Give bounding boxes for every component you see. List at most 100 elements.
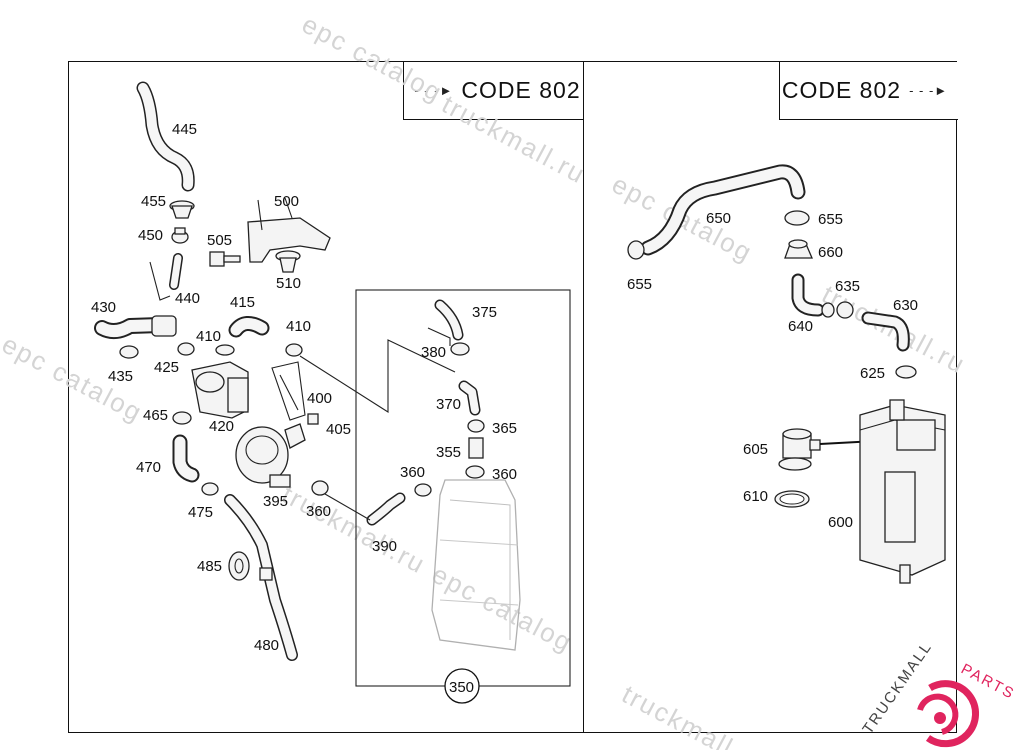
code-label-right: CODE 802 <box>781 77 902 103</box>
label-660: 660 <box>818 244 843 261</box>
label-415: 415 <box>230 294 255 311</box>
part-650-hose <box>640 164 806 256</box>
part-465-clamp <box>172 411 192 425</box>
part-500-bracket <box>247 197 331 263</box>
part-435-clamp <box>119 345 139 359</box>
label-360: 360 <box>492 466 517 483</box>
label-605: 605 <box>743 441 768 458</box>
part-470-elbow <box>172 434 200 483</box>
label-430: 430 <box>91 299 116 316</box>
label-625: 625 <box>860 365 885 382</box>
part-370-elbow <box>458 380 481 416</box>
label-440: 440 <box>175 290 200 307</box>
code-802-left-box: - - -► CODE 802 <box>403 62 583 120</box>
label-360: 360 <box>400 464 425 481</box>
part-410-clamp <box>177 342 195 356</box>
part-610-ring <box>774 490 810 508</box>
part-350-canister <box>431 479 521 651</box>
assembly-350-badge <box>444 668 480 704</box>
label-450: 450 <box>138 227 163 244</box>
label-390: 390 <box>372 538 397 555</box>
watermark-text: truckmall.ru <box>617 679 771 750</box>
label-455: 455 <box>141 193 166 210</box>
leader-line <box>299 339 456 414</box>
label-470: 470 <box>136 459 161 476</box>
label-410: 410 <box>286 318 311 335</box>
arrow-right-icon: - - -► <box>414 83 454 98</box>
label-650: 650 <box>706 210 731 227</box>
label-480: 480 <box>254 637 279 654</box>
label-510: 510 <box>276 275 301 292</box>
label-400: 400 <box>307 390 332 407</box>
label-655: 655 <box>627 276 652 293</box>
label-405: 405 <box>326 421 351 438</box>
part-640-elbow <box>791 273 825 317</box>
part-410-clamp <box>285 343 303 357</box>
part-395-pump <box>235 423 306 488</box>
label-395: 395 <box>263 493 288 510</box>
part-360-clamp <box>465 465 485 479</box>
label-635: 635 <box>835 278 860 295</box>
leader-line <box>324 493 371 521</box>
part-475-clamp <box>201 482 219 496</box>
watermark-text: truckmall.ru <box>277 479 431 580</box>
part-625-clamp <box>895 365 917 379</box>
part-430-elbow <box>94 315 177 339</box>
code-802-right-box: CODE 802 - - -► <box>779 62 958 120</box>
label-435: 435 <box>108 368 133 385</box>
label-370: 370 <box>436 396 461 413</box>
part-630-hose <box>861 311 910 352</box>
part-655-clamp <box>627 240 645 260</box>
part-600-canister <box>859 399 946 584</box>
label-365: 365 <box>492 420 517 437</box>
left-diagram-panel: - - -► CODE 802 <box>68 61 584 733</box>
part-415-hose <box>228 316 270 338</box>
label-485: 485 <box>197 558 222 575</box>
brand-text: TRUCKMALL <box>859 638 935 737</box>
part-635-clamp <box>836 301 854 319</box>
watermark-text: epc catalog <box>427 559 578 658</box>
part-510-grommet <box>275 250 301 273</box>
part-360-clamp <box>414 483 432 497</box>
part-450-clamp <box>171 227 189 244</box>
part-390-hose <box>366 492 406 526</box>
label-505: 505 <box>207 232 232 249</box>
label-375: 375 <box>472 304 497 321</box>
part-clamp <box>821 302 835 318</box>
label-655: 655 <box>818 211 843 228</box>
label-475: 475 <box>188 504 213 521</box>
part-clamp <box>215 344 235 356</box>
gear-icon <box>925 680 980 748</box>
watermark-text: epc catalog <box>297 9 448 108</box>
part-605-valve <box>778 428 821 471</box>
part-440-pipe <box>149 253 183 301</box>
part-380-clamp <box>450 342 470 356</box>
callout-labels: 445 455 450 505 500 510 440 430 415 410 … <box>91 121 918 696</box>
part-505-bolt <box>209 251 241 267</box>
part-485-grommet <box>228 551 250 581</box>
part-360-clamp <box>311 480 329 496</box>
watermark-text: truckmall.ru <box>437 89 591 190</box>
label-360: 360 <box>306 503 331 520</box>
label-610: 610 <box>743 488 768 505</box>
label-465: 465 <box>143 407 168 424</box>
part-455-cap <box>169 200 195 219</box>
part-445-hose <box>136 81 195 192</box>
part-480-hose <box>224 494 298 661</box>
right-diagram-panel: CODE 802 - - -► <box>583 61 958 733</box>
label-425: 425 <box>154 359 179 376</box>
part-400-bracket <box>271 361 306 421</box>
label-380: 380 <box>421 344 446 361</box>
truckmall-logo: TRUCKMALL PARTS <box>859 638 1018 748</box>
part-375-hose <box>427 299 464 346</box>
code-label-left: CODE 802 <box>461 77 581 103</box>
label-640: 640 <box>788 318 813 335</box>
label-445: 445 <box>172 121 197 138</box>
part-660-seal <box>784 239 813 259</box>
part-365-clamp <box>467 419 485 433</box>
label-350: 350 <box>449 679 474 696</box>
label-630: 630 <box>893 297 918 314</box>
label-600: 600 <box>828 514 853 531</box>
label-355: 355 <box>436 444 461 461</box>
